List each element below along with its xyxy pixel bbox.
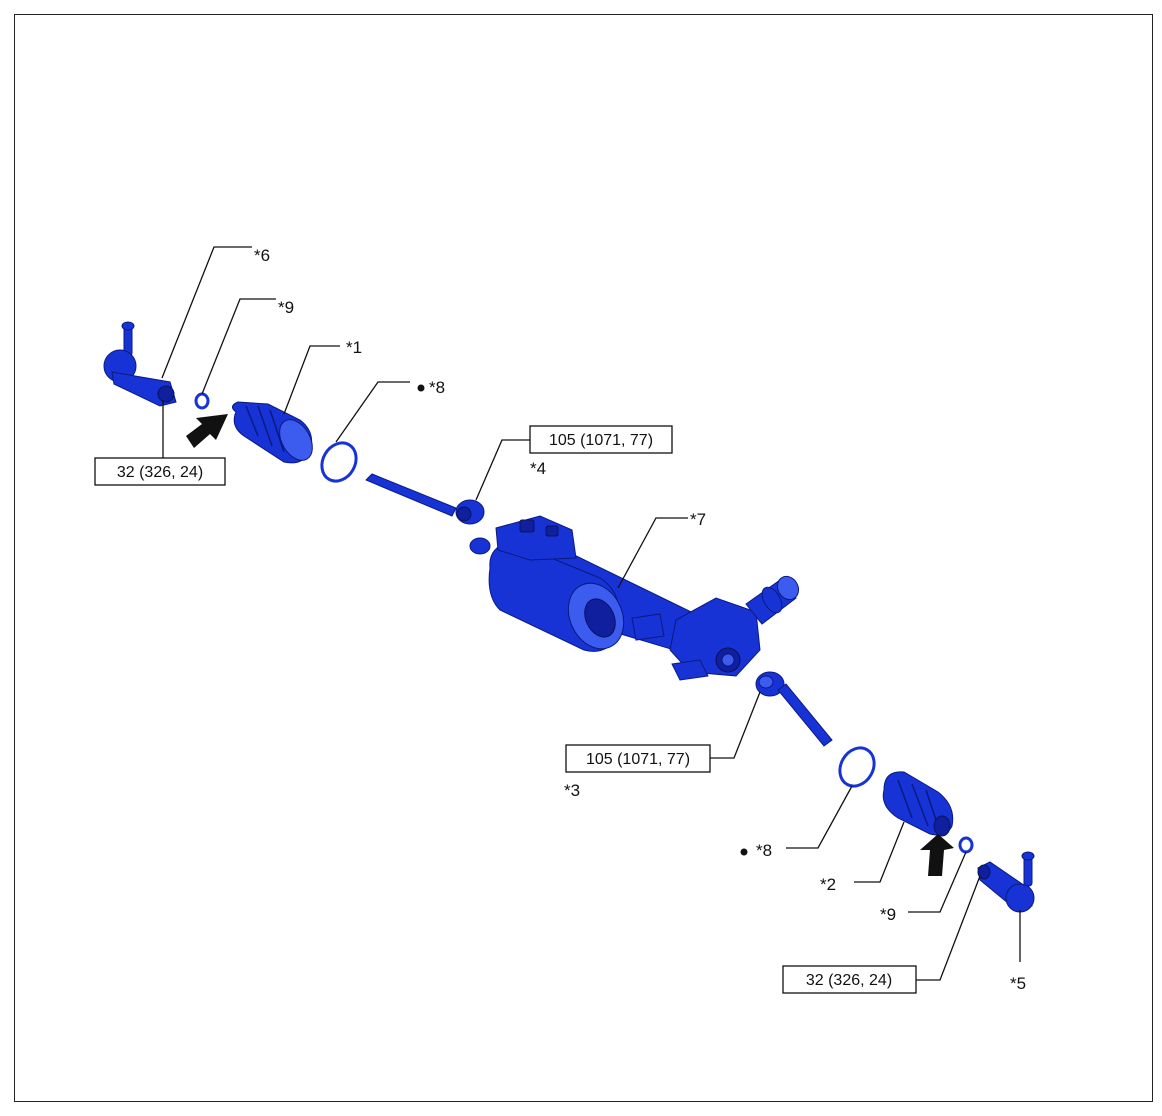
right-rack-boot — [882, 771, 954, 837]
label-5: *5 — [1010, 974, 1026, 993]
label-3: *3 — [564, 781, 580, 800]
label-9-top: *9 — [278, 298, 294, 317]
torque-box-inner-rod-lower: 105 (1071, 77) — [565, 744, 711, 773]
right-boot-clamp — [958, 836, 974, 854]
new-part-dot-top — [417, 384, 425, 392]
right-tie-rod-end — [977, 851, 1035, 913]
left-tie-rod-end — [103, 321, 177, 407]
left-boot-band — [320, 441, 358, 483]
diagram-frame — [14, 14, 1153, 1102]
label-8-bottom: *8 — [756, 841, 772, 860]
label-7: *7 — [690, 510, 706, 529]
right-boot-arrow — [920, 834, 954, 876]
label-4: *4 — [530, 459, 546, 478]
left-boot-arrow — [186, 414, 228, 448]
svg-text:105 (1071, 77): 105 (1071, 77) — [549, 432, 653, 449]
torque-box-inner-rod-upper: 105 (1071, 77) — [529, 425, 673, 454]
steering-gear-housing — [469, 515, 800, 681]
label-2: *2 — [820, 875, 836, 894]
right-inner-tie-rod — [755, 671, 833, 747]
torque-box-right-tie-rod-end: 32 (326, 24) — [782, 965, 917, 994]
new-part-dot-bottom — [740, 848, 748, 856]
torque-box-left-tie-rod-end: 32 (326, 24) — [94, 457, 226, 486]
left-rack-boot — [232, 401, 313, 464]
right-boot-band — [838, 746, 876, 788]
left-inner-tie-rod — [365, 473, 485, 525]
svg-text:105 (1071, 77): 105 (1071, 77) — [586, 751, 690, 768]
label-6: *6 — [254, 246, 270, 265]
left-boot-clamp — [194, 392, 210, 410]
label-8-top: *8 — [429, 378, 445, 397]
svg-text:32 (326, 24): 32 (326, 24) — [806, 972, 892, 989]
label-1: *1 — [346, 338, 362, 357]
label-9-bottom: *9 — [880, 905, 896, 924]
svg-text:32 (326, 24): 32 (326, 24) — [117, 464, 203, 481]
